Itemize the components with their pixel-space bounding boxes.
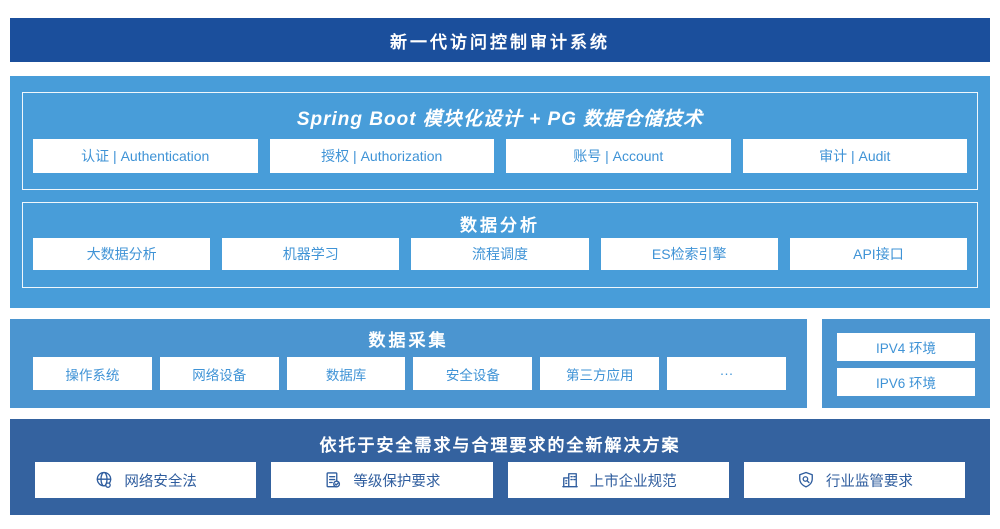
- module-es-search-engine: ES检索引擎: [600, 238, 778, 270]
- source-security-devices: 安全设备: [413, 357, 533, 390]
- module-api-interface: API接口: [789, 238, 968, 270]
- analysis-module-row: 大数据分析 机器学习 流程调度 ES检索引擎 API接口: [33, 238, 968, 270]
- diagram-title-bar: 新一代访问控制审计系统: [10, 18, 990, 62]
- platform-section: Spring Boot 模块化设计 + PG 数据仓储技术 认证 | Authe…: [10, 76, 990, 308]
- source-third-party-apps: 第三方应用: [540, 357, 660, 390]
- spring-module-row: 认证 | Authentication 授权 | Authorization 账…: [33, 139, 967, 173]
- building-icon: [560, 470, 580, 490]
- environment-panel: IPV4 环境 IPV6 环境: [822, 319, 990, 408]
- solution-title: 依托于安全需求与合理要求的全新解决方案: [319, 436, 681, 455]
- solution-item-label: 网络安全法: [124, 473, 197, 490]
- data-collection-section: 数据采集 操作系统 网络设备 数据库 安全设备 第三方应用 ···: [10, 319, 807, 408]
- source-network-devices: 网络设备: [159, 357, 279, 390]
- solution-classified-protection: 等级保护要求: [271, 462, 493, 498]
- solution-item-row: 网络安全法 等级保护要求: [35, 462, 965, 498]
- module-account: 账号 | Account: [506, 139, 731, 173]
- diagram-title: 新一代访问控制审计系统: [390, 32, 610, 52]
- module-authorization: 授权 | Authorization: [269, 139, 494, 173]
- solution-cybersecurity-law: 网络安全法: [35, 462, 257, 498]
- collection-source-row: 操作系统 网络设备 数据库 安全设备 第三方应用 ···: [33, 357, 786, 390]
- module-machine-learning: 机器学习: [222, 238, 400, 270]
- spring-boot-layer: Spring Boot 模块化设计 + PG 数据仓储技术 认证 | Authe…: [22, 92, 978, 190]
- solution-listed-company-standard: 上市企业规范: [507, 462, 729, 498]
- solution-section: 依托于安全需求与合理要求的全新解决方案 网络安全法: [10, 419, 990, 515]
- data-analysis-title: 数据分析: [460, 216, 540, 235]
- globe-icon: [94, 470, 114, 490]
- source-database: 数据库: [286, 357, 406, 390]
- spring-boot-layer-title: Spring Boot 模块化设计 + PG 数据仓储技术: [296, 109, 704, 130]
- ipv4-environment: IPV4 环境: [837, 333, 975, 361]
- source-operating-system: 操作系统: [33, 357, 152, 390]
- module-authentication: 认证 | Authentication: [33, 139, 258, 173]
- module-big-data-analysis: 大数据分析: [33, 238, 211, 270]
- shield-search-icon: [796, 470, 816, 490]
- document-check-icon: [323, 470, 343, 490]
- module-audit: 审计 | Audit: [742, 139, 967, 173]
- data-collection-title: 数据采集: [368, 331, 449, 350]
- solution-item-label: 上市企业规范: [589, 473, 677, 490]
- data-analysis-layer: 数据分析 大数据分析 机器学习 流程调度 ES检索引擎 API接口: [22, 202, 978, 288]
- module-process-scheduling: 流程调度: [411, 238, 589, 270]
- solution-item-label: 行业监管要求: [825, 473, 913, 490]
- ipv6-environment: IPV6 环境: [837, 368, 975, 396]
- solution-item-label: 等级保护要求: [353, 473, 441, 490]
- source-more-ellipsis: ···: [667, 357, 786, 390]
- solution-industry-regulation: 行业监管要求: [743, 462, 965, 498]
